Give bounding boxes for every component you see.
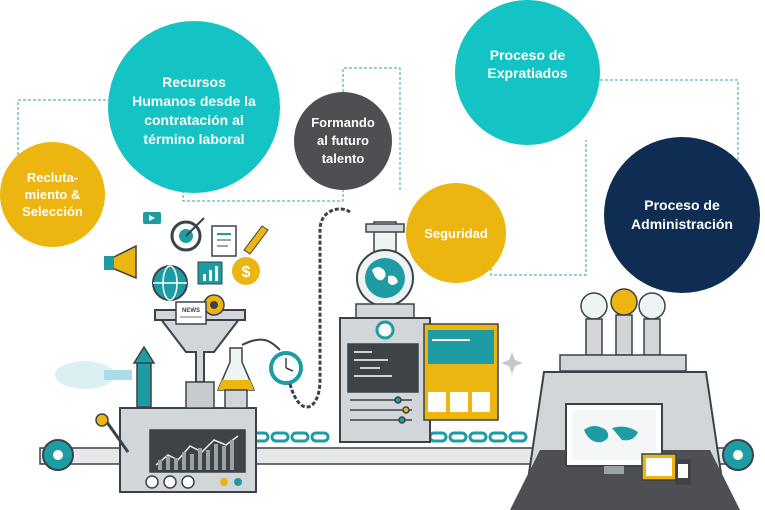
chart-screen bbox=[149, 429, 246, 473]
node-label: Proceso de Administración bbox=[631, 197, 733, 232]
connector-seguridad-exp bbox=[490, 140, 587, 276]
video-icon bbox=[143, 212, 161, 224]
node-formando: Formando al futuro talento bbox=[294, 92, 392, 190]
svg-text:$: $ bbox=[242, 264, 251, 281]
globe-flask bbox=[356, 221, 414, 307]
lightbulbs bbox=[580, 288, 666, 356]
code-screen bbox=[347, 343, 419, 393]
status-light-yellow bbox=[220, 478, 228, 486]
node-label: Formando al futuro talento bbox=[311, 115, 375, 166]
right-machine bbox=[510, 288, 740, 510]
node-label: Proceso de Expratiados bbox=[487, 46, 568, 81]
center-machine bbox=[339, 221, 523, 443]
connector-formando-up bbox=[342, 67, 401, 190]
dollar-icon: $ bbox=[232, 257, 260, 285]
control-sliders[interactable] bbox=[350, 396, 412, 424]
tablet-icon bbox=[641, 453, 677, 481]
news-label: NEWS bbox=[182, 308, 200, 314]
news-icon: NEWS bbox=[175, 301, 207, 325]
website-mockup bbox=[423, 323, 499, 421]
globe-icon bbox=[152, 265, 188, 301]
connector-exp-admin bbox=[595, 79, 739, 160]
chart-bars bbox=[158, 440, 234, 470]
hose bbox=[241, 338, 281, 351]
node-administracion: Proceso de Administración bbox=[604, 137, 760, 293]
rocket-icon bbox=[132, 345, 156, 408]
node-reclutamiento: Recluta- miento & Selección bbox=[0, 142, 105, 247]
target-icon bbox=[170, 217, 205, 252]
sparkle-icon bbox=[501, 352, 523, 374]
center-gauge bbox=[375, 320, 395, 340]
monitor-icon bbox=[565, 403, 663, 474]
node-label: Seguridad bbox=[424, 225, 488, 241]
flying-icons: $ NEWS bbox=[104, 212, 269, 325]
gear-icon bbox=[203, 294, 225, 316]
phone-icon bbox=[675, 459, 691, 485]
lever-handle[interactable] bbox=[95, 413, 130, 453]
chart-icon bbox=[197, 261, 223, 285]
node-recursos-humanos: Recursos Humanos desde la contratación a… bbox=[108, 21, 280, 193]
coiled-pipe bbox=[288, 207, 351, 409]
machine-wheels bbox=[145, 475, 195, 489]
chart-line bbox=[155, 435, 239, 466]
node-label: Recluta- miento & Selección bbox=[22, 170, 83, 219]
status-light-teal bbox=[234, 478, 242, 486]
node-label: Recursos Humanos desde la contratación a… bbox=[132, 74, 256, 147]
document-icon bbox=[211, 225, 237, 257]
connector-recruit-rh bbox=[17, 99, 110, 160]
megaphone-icon bbox=[104, 244, 137, 280]
flask-icon bbox=[216, 347, 256, 409]
steam-cloud bbox=[55, 361, 115, 389]
node-seguridad: Seguridad bbox=[406, 183, 506, 283]
node-expatriados: Proceso de Expratiados bbox=[455, 0, 600, 145]
pencil-icon bbox=[243, 225, 269, 255]
